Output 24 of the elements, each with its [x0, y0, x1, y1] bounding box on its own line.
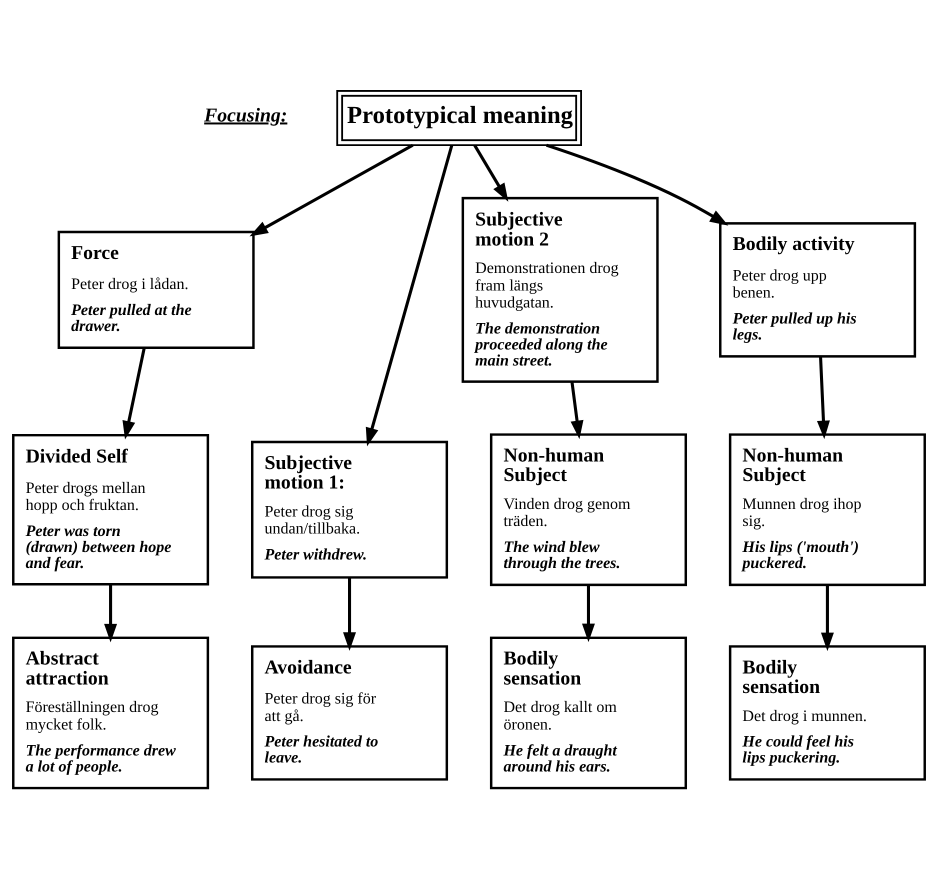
node-box: Abstract attraction Föreställningen drog mycket folk. The performance drew a lot of people.	[12, 636, 210, 789]
arrow	[820, 584, 834, 651]
node-box: Subjective motion 2 Demonstrationen drog fram längs huvudgatan. The demonstration proceeded along the main street.	[462, 196, 659, 382]
node-box: Divided Self Peter drogs mellan hopp och fruktan. Peter was torn (drawn) between hope and fear.	[12, 433, 210, 585]
node-box: Bodily sensation Det drog i munnen. He could feel his lips puckering.	[728, 644, 926, 780]
node-box: Subjective motion 1: Peter drog sig undan/tillbaka. Peter withdrew.	[250, 440, 448, 578]
label: Focusing:	[204, 104, 288, 126]
node-box: Prototypical meaning	[336, 90, 582, 146]
arrow	[816, 356, 830, 439]
node-box: Bodily activity Peter drog upp benen. Peter pulled up his legs.	[719, 222, 916, 358]
arrow	[570, 381, 584, 439]
node-box: Non-human Subject Munnen drog ihop sig. His lips ('mouth') puckered.	[728, 432, 926, 586]
arrow	[122, 347, 146, 440]
arrow	[343, 577, 356, 650]
arrow	[473, 144, 508, 202]
node-box: Non-human Subject Vinden drog genom träden. The wind blew through the trees.	[490, 432, 688, 586]
arrow	[366, 144, 454, 446]
arrow	[546, 143, 728, 226]
node-box: Avoidance Peter drog sig för att gå. Peter hesitated to leave.	[250, 644, 448, 780]
arrow	[250, 143, 414, 236]
arrow	[582, 584, 595, 642]
arrow	[104, 584, 118, 642]
node-box: Force Peter drog i lådan. Peter pulled at the drawer.	[58, 230, 255, 348]
node-box: Bodily sensation Det drog kallt om öronen. He felt a draught around his ears.	[490, 636, 688, 789]
